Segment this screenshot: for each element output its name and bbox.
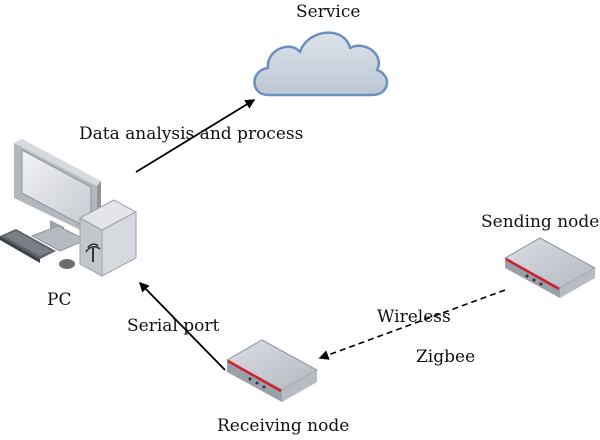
data-analysis-label: Data analysis and process: [79, 124, 304, 144]
router-icon: [503, 237, 597, 298]
sending-node-label: Sending node: [481, 212, 600, 232]
service-label: Service: [296, 2, 361, 22]
desktop-computer-icon: [0, 139, 138, 277]
router-icon: [225, 339, 319, 402]
receiving-node-label: Receiving node: [217, 416, 350, 436]
mouse: [59, 259, 75, 269]
arrow-pc-to-service: [135, 99, 256, 173]
arrow-receiving-to-pc: [138, 281, 226, 371]
cloud-shape: [253, 31, 389, 97]
pc-label: PC: [47, 290, 72, 310]
keyboard: [0, 229, 56, 263]
computer-tower: [78, 199, 138, 277]
cloud-icon: [253, 31, 389, 97]
zigbee-label: Zigbee: [416, 347, 476, 367]
wireless-label: Wireless: [377, 307, 451, 327]
serial-port-label: Serial port: [127, 316, 220, 336]
arrow-sending-to-receiving: [318, 289, 506, 360]
